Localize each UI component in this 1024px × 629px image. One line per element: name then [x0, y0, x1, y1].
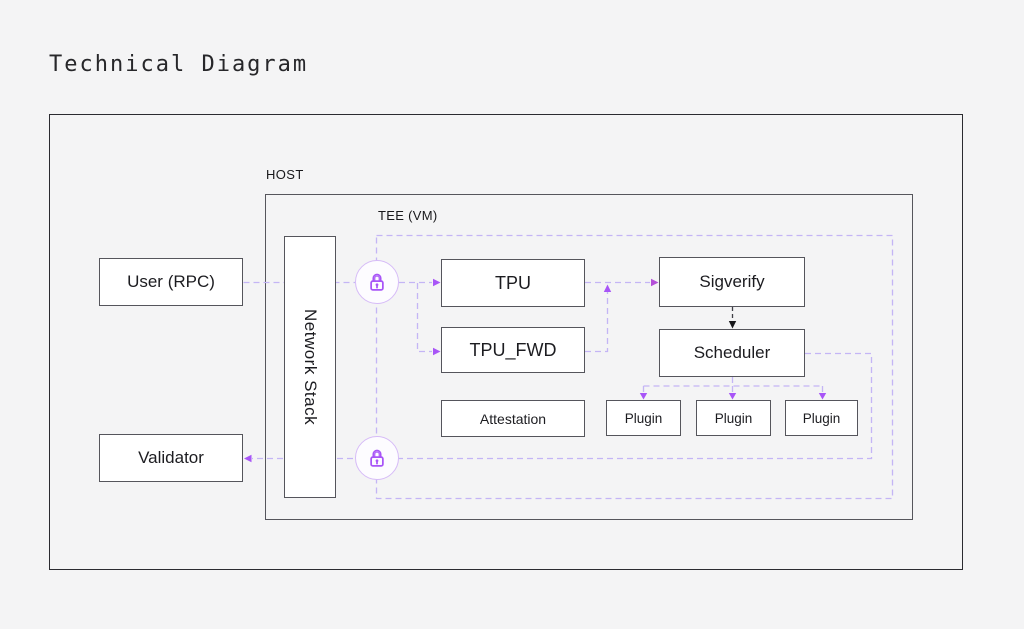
- node-tpu-fwd-label: TPU_FWD: [469, 339, 557, 360]
- node-plugin-2-label: Plugin: [714, 410, 753, 426]
- node-scheduler: Scheduler: [659, 329, 805, 377]
- node-plugin-1: Plugin: [606, 400, 681, 436]
- lock-icon: [370, 449, 384, 467]
- node-user-rpc: User (RPC): [99, 258, 243, 306]
- diagram-outer-frame: [49, 114, 963, 570]
- node-scheduler-label: Scheduler: [693, 343, 771, 362]
- node-validator-label: Validator: [138, 448, 204, 467]
- tee-vm-label: TEE (VM): [378, 208, 438, 223]
- page-title: Technical Diagram: [49, 52, 309, 77]
- node-plugin-2: Plugin: [696, 400, 771, 436]
- node-attestation-label: Attestation: [479, 410, 547, 427]
- host-label: HOST: [266, 167, 304, 182]
- lock-icon: [370, 273, 384, 291]
- node-network-stack: Network Stack: [284, 236, 336, 498]
- node-tpu-fwd: TPU_FWD: [441, 327, 585, 373]
- node-attestation: Attestation: [441, 400, 585, 437]
- node-network-stack-label: Network Stack: [301, 308, 320, 426]
- node-plugin-3: Plugin: [785, 400, 858, 436]
- lock-badge-top: [355, 260, 399, 304]
- node-tpu: TPU: [441, 259, 585, 307]
- node-validator: Validator: [99, 434, 243, 482]
- node-plugin-1-label: Plugin: [624, 410, 663, 426]
- node-sigverify: Sigverify: [659, 257, 805, 307]
- node-user-rpc-label: User (RPC): [127, 272, 215, 291]
- node-sigverify-label: Sigverify: [699, 272, 765, 291]
- node-tpu-label: TPU: [495, 272, 531, 293]
- lock-badge-bottom: [355, 436, 399, 480]
- node-plugin-3-label: Plugin: [802, 410, 841, 426]
